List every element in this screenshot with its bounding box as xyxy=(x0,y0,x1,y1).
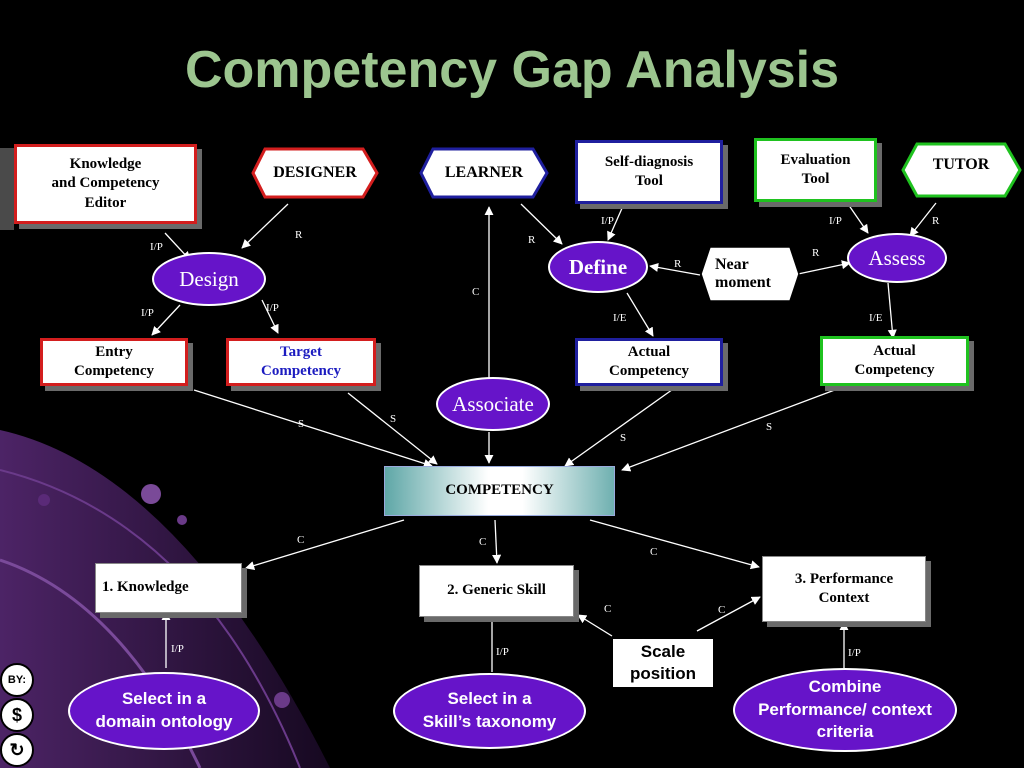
hexagon-shape xyxy=(419,147,549,199)
edge-tutor-assess xyxy=(909,202,937,237)
edge-label: I/P xyxy=(141,307,154,319)
edge-competency-performance xyxy=(589,519,760,570)
performance-context-box[interactable]: 3. Performance Context xyxy=(762,556,926,622)
entry-competency-label: Entry Competency xyxy=(74,343,154,380)
target-competency-box[interactable]: Target Competency xyxy=(226,338,376,386)
edge-label: S xyxy=(766,421,773,433)
hexagon-shape xyxy=(251,147,379,199)
edge-label: R xyxy=(528,234,536,246)
edge-target-competency xyxy=(347,392,438,465)
edge-scale-performance xyxy=(696,596,761,632)
edge-label: I/P xyxy=(848,647,861,659)
edge-scale-generic xyxy=(577,614,613,637)
near-moment-node[interactable]: Near moment xyxy=(700,245,800,303)
select-ontology-oval[interactable]: Select in a domain ontology xyxy=(68,672,260,750)
combine-criteria-oval[interactable]: Combine Performance/ context criteria xyxy=(733,668,957,752)
edge-design-target xyxy=(261,299,279,334)
self-diagnosis-label: Self-diagnosis Tool xyxy=(604,153,694,190)
edge-label: I/P xyxy=(266,302,279,314)
edge-label: R xyxy=(812,247,820,259)
edge-label: I/P xyxy=(150,241,163,253)
edge-label: I/P xyxy=(601,215,614,227)
edge-label: R xyxy=(295,229,303,241)
actual-competency-label: Actual Competency xyxy=(854,342,935,379)
edge-label: I/E xyxy=(869,312,883,324)
cc-by-icon: BY: xyxy=(0,663,34,697)
cc-noncommercial-icon: $ xyxy=(0,698,34,732)
edge-label: I/P xyxy=(496,646,509,658)
select-taxonomy-oval[interactable]: Select in a Skill’s taxonomy xyxy=(393,673,586,749)
define-oval[interactable]: Define xyxy=(548,241,648,293)
edge-label: C xyxy=(479,536,487,548)
assess-oval[interactable]: Assess xyxy=(847,233,947,283)
edge-label: I/P xyxy=(171,643,184,655)
editor-label: Knowledge and Competency Editor xyxy=(51,155,160,211)
hexagon-shape xyxy=(700,246,800,302)
edge-near-define xyxy=(649,262,701,276)
associate-oval[interactable]: Associate xyxy=(436,377,550,431)
tutor-node[interactable]: TUTOR xyxy=(901,142,1022,198)
generic-skill-label: 2. Generic Skill xyxy=(447,582,546,599)
edge-assess-actual xyxy=(887,282,897,339)
edge-learner-define xyxy=(520,203,563,245)
edge-label: R xyxy=(674,258,682,270)
competency-label: COMPETENCY xyxy=(445,482,554,499)
designer-label: DESIGNER xyxy=(273,164,357,181)
edge-label: C xyxy=(718,604,726,616)
target-competency-label: Target Competency xyxy=(261,343,341,380)
actual-competency-learner-box[interactable]: Actual Competency xyxy=(575,338,723,386)
edge-competency-generic xyxy=(492,519,502,564)
self-diagnosis-tool-box[interactable]: Self-diagnosis Tool xyxy=(575,140,723,204)
competency-box[interactable]: COMPETENCY xyxy=(384,466,615,516)
evaluation-tool-box[interactable]: Evaluation Tool xyxy=(754,138,877,202)
page-title: Competency Gap Analysis xyxy=(184,41,840,99)
scale-position-label: Scale position xyxy=(629,641,697,683)
tutor-label: TUTOR xyxy=(932,156,990,173)
edge-label: C xyxy=(604,603,612,615)
actual-competency-label: Actual Competency xyxy=(609,343,689,380)
edge-entry-competency xyxy=(193,389,433,468)
entry-competency-box[interactable]: Entry Competency xyxy=(40,338,188,386)
generic-skill-box[interactable]: 2. Generic Skill xyxy=(419,565,574,617)
learner-label: LEARNER xyxy=(444,164,524,181)
scale-position-box[interactable]: Scale position xyxy=(612,638,714,688)
performance-context-label: 3. Performance Context xyxy=(794,570,894,607)
design-oval[interactable]: Design xyxy=(152,252,266,306)
edge-label: I/E xyxy=(613,312,627,324)
edge-label: R xyxy=(932,215,940,227)
edge-label: C xyxy=(650,546,658,558)
edge-define-actual xyxy=(626,292,654,337)
edge-label: I/P xyxy=(829,215,842,227)
edge-selfdiag-define xyxy=(607,205,624,241)
edge-designer-design xyxy=(241,203,289,249)
edge-label: C xyxy=(297,534,305,546)
edge-label: C xyxy=(472,286,480,298)
learner-node[interactable]: LEARNER xyxy=(419,147,549,199)
edge-competency-knowledge xyxy=(245,519,405,570)
knowledge-competency-editor-box[interactable]: Knowledge and Competency Editor xyxy=(14,144,197,224)
edge-actual2-competency xyxy=(621,384,849,472)
knowledge-box[interactable]: 1. Knowledge xyxy=(95,563,242,613)
edge-label: S xyxy=(390,413,397,425)
near-moment-label: Near moment xyxy=(715,256,771,291)
actual-competency-tutor-box[interactable]: Actual Competency xyxy=(820,336,969,386)
edge-near-assess xyxy=(797,260,851,275)
edge-actual-competency xyxy=(564,386,677,467)
edge-design-entry xyxy=(151,304,181,336)
knowledge-label: 1. Knowledge xyxy=(102,579,189,596)
edge-evaltool-assess xyxy=(847,203,869,234)
edge-label: S xyxy=(620,432,627,444)
hexagon-shape xyxy=(901,142,1022,198)
evaluation-tool-label: Evaluation Tool xyxy=(780,151,851,188)
edge-label: S xyxy=(298,418,305,430)
cc-sharealike-icon: ↻ xyxy=(0,733,34,767)
designer-node[interactable]: DESIGNER xyxy=(251,147,379,199)
